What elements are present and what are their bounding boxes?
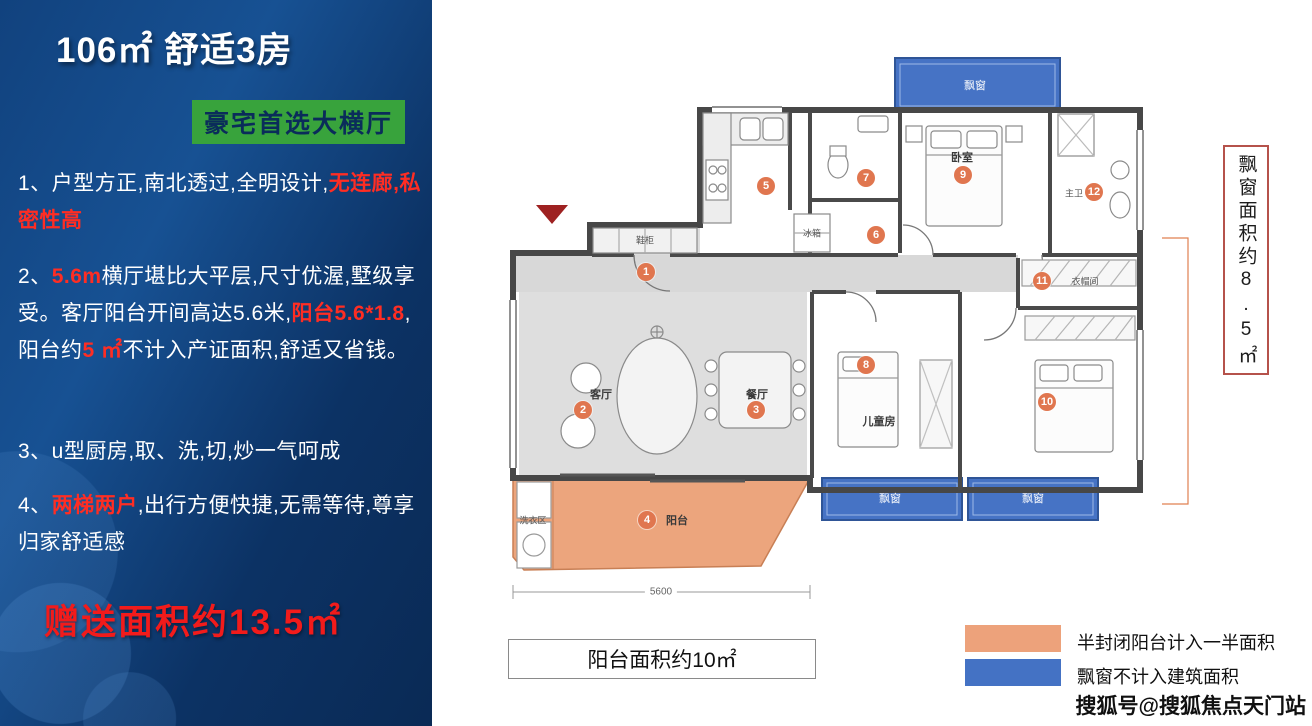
bay-note-leader-line [1162, 237, 1189, 505]
room-marker-1: 1 [637, 263, 655, 281]
legend-swatch-bay-window [965, 659, 1061, 686]
point-text: 不计入产证面积,舒适又省钱。 [122, 339, 409, 362]
bay-window-label-top: 飘窗 [964, 80, 986, 92]
room-marker-8: 8 [857, 356, 875, 374]
point-highlight: 两梯两户 [51, 494, 138, 517]
balcony-zone [512, 477, 812, 571]
point-text: ,阳台约 [18, 302, 411, 362]
legend-swatch-balcony [965, 625, 1061, 652]
point-highlight: 5.6m [51, 265, 102, 288]
point-text: 3、u型厨房,取、洗,切,炒一气呵成 [18, 440, 341, 463]
subtitle-badge: 豪宅首选大横厅 [192, 100, 406, 144]
room-label-shoe-cabinet: 鞋柜 [635, 235, 655, 246]
room-label-cloakroom: 衣帽间 [1071, 276, 1099, 287]
balcony-area-note: 阳台面积约10㎡ [508, 639, 816, 679]
point-text: ,出行方便快捷,无需等待,尊享归家舒适感 [18, 494, 415, 554]
selling-point-2: 2、5.6m横厅堪比大平层,尺寸优渥,墅级享受。客厅阳台开间高达5.6米,阳台5… [18, 258, 422, 369]
bay-window-area-note: 飘窗面积约8.5㎡ [1223, 145, 1269, 375]
point-text: 横厅堪比大平层,尺寸优渥,墅级享受。客厅阳台开间高达5.6米, [18, 265, 416, 325]
bay-window-label-bottom-right: 飘窗 [1022, 493, 1044, 505]
point-text: 4、 [18, 494, 52, 517]
room-marker-5: 5 [757, 177, 775, 195]
legend-label-balcony: 半封闭阳台计入一半面积 [1077, 633, 1275, 653]
legend-label-bay-window: 飘窗不计入建筑面积 [1077, 667, 1239, 687]
bay-window-inner-lines [826, 63, 1094, 516]
room-marker-10: 10 [1038, 393, 1056, 411]
balcony-area-text: 阳台面积约10㎡ [587, 649, 737, 672]
furniture [516, 112, 1137, 569]
floorplan-area: 1 2 3 4 5 6 7 8 9 10 11 12 鞋柜 冰箱 卧室 主卫 衣… [432, 0, 1312, 726]
room-marker-4: 4 [638, 511, 656, 529]
point-text: 1、户型方正,南北透过,全明设计, [18, 172, 329, 195]
room-marker-11: 11 [1033, 272, 1051, 290]
balcony-door [560, 473, 745, 483]
dimension-value: 5600 [644, 586, 678, 598]
floorplan-drawing [507, 57, 1189, 599]
room-label-fridge: 冰箱 [802, 228, 822, 239]
room-label-living: 客厅 [590, 389, 612, 401]
selling-point-3: 3、u型厨房,取、洗,切,炒一气呵成 [18, 433, 422, 470]
room-label-kids-room: 儿童房 [862, 416, 896, 428]
outer-walls [510, 107, 1143, 493]
selling-point-1: 1、户型方正,南北透过,全明设计,无连廊,私密性高 [18, 165, 422, 239]
entry-arrow-icon [536, 205, 568, 224]
page-title: 106㎡ 舒适3房 [56, 31, 293, 70]
bay-window-label-bottom-left: 飘窗 [879, 493, 901, 505]
room-marker-9: 9 [954, 166, 972, 184]
room-label-laundry: 洗衣区 [519, 515, 547, 526]
gift-area-text: 赠送面积约13.5㎡ [44, 603, 343, 642]
room-marker-6: 6 [867, 226, 885, 244]
selling-point-4: 4、两梯两户,出行方便快捷,无需等待,尊享归家舒适感 [18, 487, 422, 561]
watermark: 搜狐号@搜狐焦点天门站 [1075, 695, 1306, 718]
room-label-balcony: 阳台 [666, 515, 688, 527]
room-marker-3: 3 [747, 401, 765, 419]
point-highlight: 无连廊,私密性高 [18, 172, 422, 232]
room-marker-7: 7 [857, 169, 875, 187]
point-text: 2、 [18, 265, 52, 288]
room-label-dining: 餐厅 [746, 389, 768, 401]
point-highlight: 阳台5.6*1.8 [291, 302, 405, 325]
bay-window-area-text: 飘窗面积约8.5㎡ [1235, 153, 1257, 367]
marketing-panel: 106㎡ 舒适3房 豪宅首选大横厅 1、户型方正,南北透过,全明设计,无连廊,私… [0, 0, 432, 726]
interior-walls [592, 112, 1140, 490]
room-label-bedroom: 卧室 [951, 152, 973, 164]
point-highlight: 5 ㎡ [82, 339, 123, 362]
room-marker-2: 2 [574, 401, 592, 419]
room-marker-12: 12 [1085, 183, 1103, 201]
room-label-master-bath: 主卫 [1064, 188, 1084, 199]
